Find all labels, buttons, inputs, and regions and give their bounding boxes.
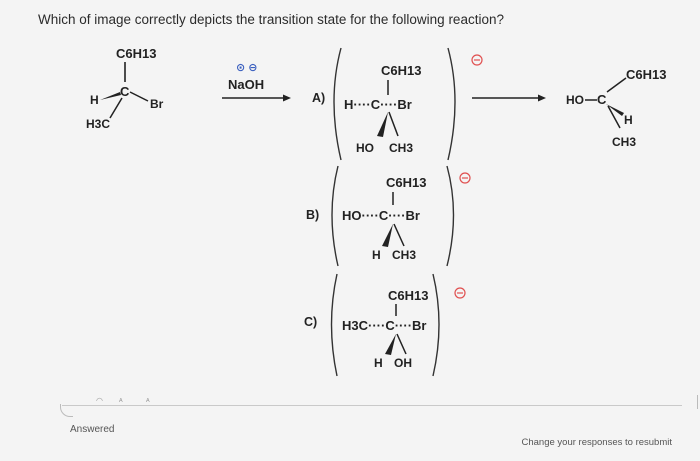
option-b-bottom-right: CH3	[392, 248, 416, 262]
reactant-h3c: H3C	[86, 117, 110, 131]
reagent-name: NaOH	[228, 77, 264, 92]
svg-text:ᴬ: ᴬ	[145, 397, 150, 406]
option-a-top: C6H13	[381, 63, 421, 78]
product-c: C	[597, 92, 607, 107]
option-b-letter: B)	[306, 208, 319, 222]
footer-divider	[62, 405, 682, 406]
answer-area-border	[60, 404, 73, 417]
option-b[interactable]: B) C6H13 HO····C····Br H CH3	[306, 165, 471, 267]
resubmit-note: Change your responses to resubmit	[521, 437, 673, 448]
option-b-top: C6H13	[386, 175, 426, 190]
option-a-bottom-right: CH3	[389, 141, 413, 155]
product-top: C6H13	[626, 67, 666, 82]
product-ch3: CH3	[612, 135, 636, 149]
option-c[interactable]: C) C6H13 H3C····C····Br H OH	[304, 273, 466, 377]
option-c-top: C6H13	[388, 288, 428, 303]
product-h: H	[624, 113, 633, 127]
product-ho: HO	[566, 93, 584, 107]
question-text: Which of image correctly depicts the tra…	[38, 12, 504, 27]
reagent: ⊙ ⊖ NaOH	[222, 62, 291, 102]
answered-status: Answered	[70, 424, 115, 435]
option-b-bottom-left: H	[372, 248, 381, 262]
option-c-letter: C)	[304, 315, 317, 329]
reactant-top-group: C6H13	[116, 46, 156, 61]
svg-text:◠: ◠	[96, 396, 103, 405]
reactant-center: C	[120, 84, 130, 99]
svg-text:ᴬ: ᴬ	[118, 397, 123, 406]
option-a-row: H····C····Br	[344, 97, 412, 112]
reactant-structure: C6H13 C H Br H3C	[86, 46, 164, 131]
option-a[interactable]: A) C6H13 H····C····Br HO CH3	[312, 47, 483, 161]
option-a-bottom-left: HO	[356, 141, 374, 155]
answer-area-border-right	[687, 395, 698, 409]
reagent-charges: ⊙ ⊖	[236, 62, 258, 74]
option-c-bottom-left: H	[374, 356, 383, 370]
option-c-bottom-right: OH	[394, 356, 412, 370]
option-a-letter: A)	[312, 91, 325, 105]
option-c-row: H3C····C····Br	[342, 318, 426, 333]
reactant-h: H	[90, 93, 99, 107]
product-structure: C6H13 HO C H CH3	[566, 67, 666, 149]
reactant-br: Br	[150, 97, 164, 111]
option-b-row: HO····C····Br	[342, 208, 420, 223]
